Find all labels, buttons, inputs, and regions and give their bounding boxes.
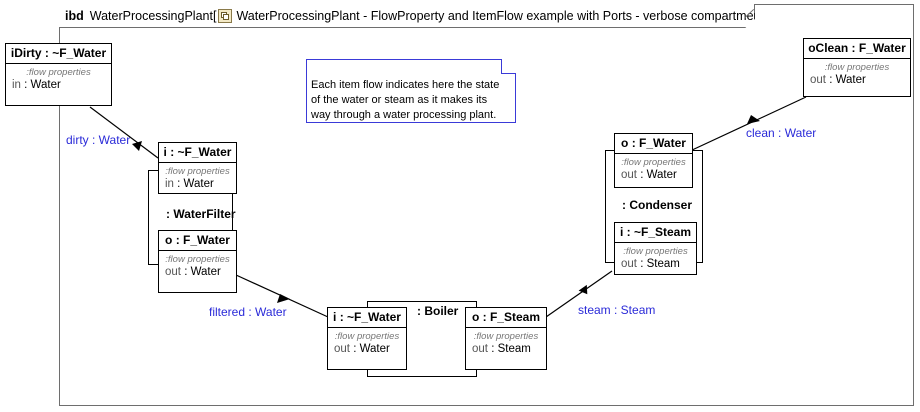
port-condenser-out[interactable]: o : F_Water :flow properties out : Water bbox=[614, 133, 693, 188]
item-flow-steam[interactable]: steam : Steam bbox=[578, 303, 656, 317]
flow-properties-label: :flow properties bbox=[165, 166, 230, 177]
port-boiler-in-title: i : ~F_Water bbox=[328, 308, 406, 328]
port-waterfilter-in-title: i : ~F_Water bbox=[159, 143, 236, 163]
flow-property: out : Steam bbox=[466, 342, 546, 356]
connector-dirty bbox=[89, 106, 159, 159]
diagram-owner: WaterProcessingPlant[ bbox=[89, 9, 217, 23]
port-waterfilter-in[interactable]: i : ~F_Water :flow properties in : Water bbox=[158, 142, 237, 194]
port-idirty-title: iDirty : ~F_Water bbox=[6, 44, 111, 64]
flow-direction: out bbox=[472, 343, 488, 355]
part-waterfilter-label: : WaterFilter bbox=[166, 207, 236, 221]
diagram-name: WaterProcessingPlant - FlowProperty and … bbox=[236, 9, 778, 23]
flow-arrow-clean bbox=[747, 115, 760, 124]
port-waterfilter-out[interactable]: o : F_Water :flow properties out : Water bbox=[158, 230, 237, 293]
port-condenser-in[interactable]: i : ~F_Steam :flow properties out : Stea… bbox=[614, 222, 697, 275]
diagram-kind-keyword: ibd bbox=[65, 9, 84, 23]
port-boiler-in[interactable]: i : ~F_Water :flow properties out : Wate… bbox=[327, 307, 407, 370]
flow-direction: out bbox=[334, 343, 350, 355]
flow-properties-label: :flow properties bbox=[623, 246, 688, 257]
flow-direction: out bbox=[621, 258, 637, 270]
flow-properties-label: :flow properties bbox=[621, 157, 686, 168]
flow-type: : Water bbox=[353, 343, 390, 355]
flow-property: out : Water bbox=[159, 265, 236, 279]
port-condenser-out-title: o : F_Water bbox=[615, 134, 692, 154]
port-oclean-title: oClean : F_Water bbox=[804, 39, 910, 59]
flow-direction: in bbox=[165, 178, 174, 190]
part-boiler-label: : Boiler bbox=[417, 304, 459, 318]
flow-property: out : Water bbox=[804, 73, 910, 87]
port-boiler-out[interactable]: o : F_Steam :flow properties out : Steam bbox=[465, 307, 547, 370]
flow-properties-label: :flow properties bbox=[165, 254, 230, 265]
port-idirty[interactable]: iDirty : ~F_Water :flow properties in : … bbox=[5, 43, 112, 106]
flow-arrow-dirty bbox=[132, 141, 142, 151]
part-condenser-label: : Condenser bbox=[622, 198, 693, 212]
diagram-icon bbox=[218, 9, 233, 23]
flow-direction: out bbox=[165, 266, 181, 278]
flow-direction: in bbox=[12, 79, 21, 91]
flow-property: out : Water bbox=[328, 342, 406, 356]
flow-type: : Water bbox=[184, 266, 221, 278]
flow-property: out : Steam bbox=[615, 257, 696, 271]
connector-clean bbox=[689, 96, 807, 152]
flow-property: in : Water bbox=[159, 177, 236, 191]
flow-arrow-filtered bbox=[277, 294, 290, 303]
note-fold bbox=[501, 59, 516, 74]
flow-type: : Water bbox=[640, 169, 677, 181]
flow-type: : Water bbox=[177, 178, 214, 190]
flow-type: : Water bbox=[24, 79, 61, 91]
note-text: Each item flow indicates here the state … bbox=[311, 79, 500, 121]
item-flow-filtered[interactable]: filtered : Water bbox=[209, 305, 287, 319]
flow-properties-label: :flow properties bbox=[334, 331, 400, 342]
item-flow-dirty[interactable]: dirty : Water bbox=[66, 133, 131, 147]
flow-property: out : Water bbox=[615, 168, 692, 182]
flow-properties-label: :flow properties bbox=[824, 62, 890, 73]
flow-arrow-steam bbox=[578, 284, 588, 295]
connector-steam bbox=[545, 270, 613, 318]
flow-properties-label: :flow properties bbox=[26, 67, 91, 78]
port-waterfilter-out-title: o : F_Water bbox=[159, 231, 236, 251]
item-flow-clean[interactable]: clean : Water bbox=[746, 126, 817, 140]
flow-type: : Water bbox=[829, 74, 866, 86]
port-boiler-out-title: o : F_Steam bbox=[466, 308, 546, 328]
flow-type: : Steam bbox=[640, 258, 680, 270]
flow-property: in : Water bbox=[6, 78, 111, 92]
flow-type: : Steam bbox=[491, 343, 531, 355]
flow-direction: out bbox=[621, 169, 637, 181]
port-oclean[interactable]: oClean : F_Water :flow properties out : … bbox=[803, 38, 911, 97]
flow-properties-label: :flow properties bbox=[473, 331, 539, 342]
flow-direction: out bbox=[810, 74, 826, 86]
comment-note: Each item flow indicates here the state … bbox=[306, 59, 516, 123]
port-condenser-in-title: i : ~F_Steam bbox=[615, 223, 696, 243]
